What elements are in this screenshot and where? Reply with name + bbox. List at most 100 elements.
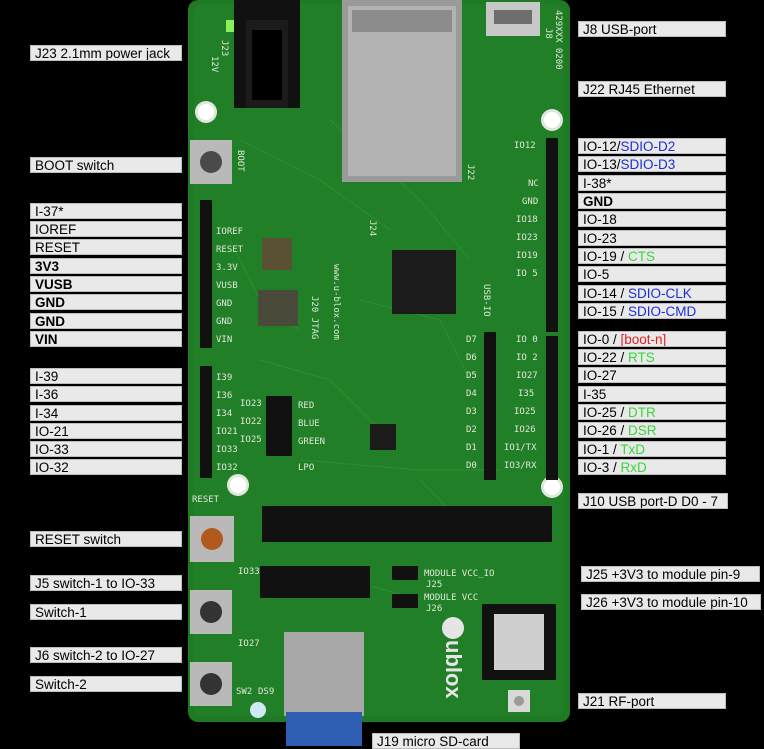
silk-r-io23: IO23 bbox=[516, 233, 538, 243]
rgb-leds-header bbox=[266, 396, 292, 456]
silk-gnd2: GND bbox=[216, 317, 232, 327]
label-io13: IO-13/SDIO-D3 bbox=[578, 156, 726, 172]
label-io13-func: SDIO-D3 bbox=[620, 157, 676, 172]
silk-r-io3: IO3/RX bbox=[504, 461, 537, 471]
silk-module-vcc: MODULE VCC bbox=[424, 593, 478, 603]
silk-io33b: IO33 bbox=[238, 567, 260, 577]
silk-io32: IO32 bbox=[216, 463, 238, 473]
silk-r-io27: IO27 bbox=[516, 371, 538, 381]
label-io12: IO-12/SDIO-D2 bbox=[578, 138, 726, 154]
usb-chip bbox=[370, 424, 396, 450]
silk-blue: BLUE bbox=[298, 419, 320, 429]
label-io32: IO-32 bbox=[30, 459, 182, 475]
silk-r-io18: IO18 bbox=[516, 215, 538, 225]
silk-reset-btn: RESET bbox=[192, 495, 220, 505]
silk-3v3: 3.3V bbox=[216, 263, 238, 273]
silk-usb-io: USB-IO bbox=[481, 284, 491, 317]
silk-r-nc: NC bbox=[528, 179, 539, 189]
label-j6-switch: J6 switch-2 to IO-27 bbox=[30, 647, 182, 663]
ublox-logo bbox=[442, 617, 464, 639]
silk-i39: I39 bbox=[216, 373, 232, 383]
header-j10 bbox=[484, 332, 496, 480]
silk-r-io2: IO 2 bbox=[516, 353, 538, 363]
label-io14: IO-14 / SDIO-CLK bbox=[578, 285, 726, 301]
silk-io23: IO23 bbox=[240, 399, 262, 409]
silk-reset: RESET bbox=[216, 245, 244, 255]
label-io23: IO-23 bbox=[578, 230, 726, 246]
usb-connector bbox=[486, 2, 540, 36]
label-vusb: VUSB bbox=[30, 276, 182, 292]
silk-r-io1: IO1/TX bbox=[504, 443, 537, 453]
label-io19-func: CTS bbox=[628, 249, 656, 264]
main-chip bbox=[392, 250, 456, 314]
jtag-connector bbox=[258, 290, 298, 326]
label-io3: IO-3 / RxD bbox=[578, 459, 726, 475]
silk-r-io19: IO19 bbox=[516, 251, 538, 261]
silk-ioref: IOREF bbox=[216, 227, 243, 237]
label-i34: I-34 bbox=[30, 405, 182, 421]
sd-card-slot bbox=[284, 632, 364, 746]
label-io26: IO-26 / DSR bbox=[578, 422, 726, 438]
label-usb-port: J8 USB-port bbox=[578, 21, 726, 37]
switch-1-button bbox=[190, 590, 232, 634]
label-io22-pin: IO-22 / bbox=[583, 350, 629, 365]
header-j3 bbox=[546, 138, 558, 480]
silk-gnd1: GND bbox=[216, 299, 232, 309]
crystal bbox=[262, 238, 292, 270]
silk-vin: VIN bbox=[216, 335, 232, 345]
label-ethernet: J22 RJ45 Ethernet bbox=[578, 81, 726, 97]
silk-io27b: IO27 bbox=[238, 639, 260, 649]
silk-url: www.u-blox.com bbox=[331, 264, 341, 340]
label-io1-func: TxD bbox=[620, 442, 646, 457]
label-io25: IO-25 / DTR bbox=[578, 404, 726, 420]
label-io3-pin: IO-3 / bbox=[583, 460, 621, 475]
label-io15: IO-15 / SDIO-CMD bbox=[578, 303, 726, 319]
rj45-connector bbox=[342, 0, 462, 182]
label-switch-2: Switch-2 bbox=[30, 676, 182, 692]
silk-vusb: VUSB bbox=[216, 281, 238, 291]
silk-red: RED bbox=[298, 401, 314, 411]
label-i35: I-35 bbox=[578, 386, 726, 402]
silk-d3: D3 bbox=[466, 407, 477, 417]
silk-r-io5: IO 5 bbox=[516, 269, 538, 279]
label-io25-pin: IO-25 / bbox=[583, 405, 629, 420]
silk-io22: IO22 bbox=[240, 417, 262, 427]
power-led-ds8 bbox=[226, 20, 234, 32]
label-i39: I-39 bbox=[30, 368, 182, 384]
header-j26 bbox=[392, 594, 418, 608]
silk-r-i35: I35 bbox=[518, 389, 534, 399]
label-io5: IO-5 bbox=[578, 266, 726, 282]
silk-d4: D4 bbox=[466, 389, 477, 399]
silk-green: GREEN bbox=[298, 437, 325, 447]
label-j21: J21 RF-port bbox=[578, 693, 726, 709]
label-io0-func: [boot-n] bbox=[620, 332, 667, 347]
label-switch-1: Switch-1 bbox=[30, 604, 182, 620]
label-io12-func: SDIO-D2 bbox=[620, 139, 676, 154]
header-j25 bbox=[392, 566, 418, 580]
silk-d1: D1 bbox=[466, 443, 477, 453]
label-io21: IO-21 bbox=[30, 423, 182, 439]
label-vin: VIN bbox=[30, 331, 182, 347]
label-reset: RESET bbox=[30, 239, 182, 255]
label-io0-pin: IO-0 / bbox=[583, 332, 621, 347]
silk-module-vcc-io: MODULE VCC_IO bbox=[424, 569, 494, 579]
label-io15-pin: IO-15 / bbox=[583, 304, 629, 319]
label-boot-switch: BOOT switch bbox=[30, 157, 182, 173]
silk-d0: D0 bbox=[466, 461, 477, 471]
label-ioref: IOREF bbox=[30, 221, 182, 237]
ds9-led bbox=[250, 702, 266, 718]
label-io15-func: SDIO-CMD bbox=[628, 304, 697, 319]
label-i37: I-37* bbox=[30, 203, 182, 219]
label-io1-pin: IO-1 / bbox=[583, 442, 621, 457]
silk-sw2: SW2 bbox=[236, 687, 252, 697]
label-io27: IO-27 bbox=[578, 367, 726, 383]
label-io12-pin: IO-12/ bbox=[583, 139, 621, 154]
label-io0: IO-0 / [boot-n] bbox=[578, 331, 726, 347]
radio-module bbox=[482, 604, 556, 680]
rf-port bbox=[508, 690, 530, 712]
silk-r-io26: IO26 bbox=[514, 425, 536, 435]
silk-board-id: 429XXX 0200 bbox=[553, 10, 563, 70]
silk-r-gnd: GND bbox=[522, 197, 538, 207]
label-gnd-right: GND bbox=[578, 193, 726, 209]
